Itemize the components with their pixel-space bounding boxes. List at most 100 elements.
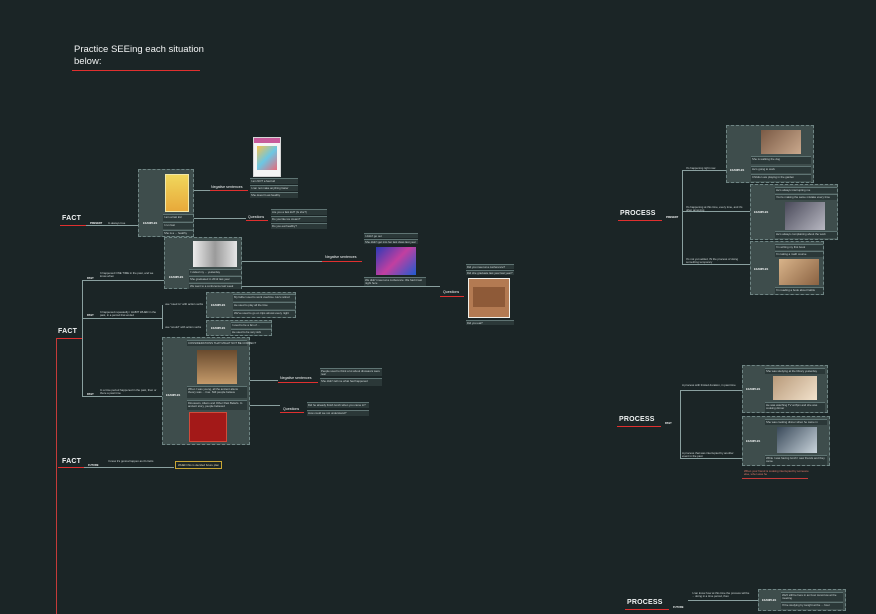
- example-item: He's going to work: [751, 166, 811, 173]
- process-present-card1: EXAMPLES She is walking the dog He's goi…: [726, 125, 814, 183]
- fact-future-box: WHEN this is decided future plan: [175, 461, 223, 469]
- negative-item: She didn't get into her last class last …: [364, 239, 418, 244]
- fact-future-label: FACT: [62, 458, 82, 465]
- question-item: Did you meet at a conference?: [466, 264, 514, 269]
- past2-case1-card: EXAMPLES My father used to work overtime…: [206, 292, 296, 318]
- examples-tag: EXAMPLES: [754, 211, 769, 214]
- underline: [322, 261, 362, 262]
- negative-item: I didn't go out: [364, 233, 418, 238]
- negative-item: People used to think a lot about dinosau…: [320, 368, 382, 376]
- underline: [618, 220, 662, 221]
- example-item: Dinosaurs, Aliens and Other Past Beliefs…: [187, 400, 247, 410]
- underline: [440, 296, 464, 297]
- process-future-card: EXAMPLES We'll still be here in an hour …: [758, 589, 846, 611]
- connector: [82, 280, 164, 281]
- example-item: She graduated in 2012 last year: [189, 276, 241, 282]
- connector: [680, 390, 742, 391]
- fact-future-rule: I know it's gonna happen as it's facts: [108, 459, 154, 463]
- fact-vertical-line: [56, 338, 57, 614]
- example-item: Children are playing in the garden: [751, 174, 811, 181]
- reading-book-image: [779, 259, 819, 285]
- connector: [680, 390, 681, 458]
- connector: [682, 264, 750, 265]
- fact-present-label: FACT: [62, 215, 82, 222]
- example-item: He was watching TV at 8pm and she was co…: [765, 402, 825, 412]
- example-item: I visited my ... yesterday: [189, 269, 241, 275]
- couple-studying-image: [773, 376, 817, 400]
- example-item: I run fast: [163, 222, 193, 229]
- example-item: I am a fast kid: [163, 214, 193, 221]
- connector: [82, 396, 162, 397]
- example-item: He used to be very sick: [231, 329, 271, 335]
- past3-rule: In a time period happened in the past, t…: [100, 388, 157, 396]
- title-underline: [72, 70, 200, 71]
- past2-case1-rule: use "used to" with action verbs: [165, 302, 204, 306]
- example-item: He's always interrupting me: [775, 187, 837, 193]
- examples-tag: EXAMPLES: [166, 394, 181, 397]
- page-title: Practice SEEing each situation below:: [74, 44, 204, 67]
- process-present-label: PROCESS: [620, 210, 656, 217]
- underline: [210, 190, 248, 191]
- fact-future-tense: FUTURE: [88, 464, 99, 467]
- process-past-rule2: A process that was interrupted by anothe…: [682, 451, 734, 459]
- connector: [84, 467, 174, 468]
- example-item: We've used to go on trips almost every n…: [233, 310, 295, 317]
- connector: [162, 305, 163, 329]
- question-item: Did she graduate last year last year?: [466, 270, 514, 275]
- examples-tag: EXAMPLES: [746, 388, 761, 391]
- examples-tag: EXAMPLES: [730, 169, 745, 172]
- fact-past-underline: [56, 338, 82, 339]
- example-item: She is walking the dog: [751, 156, 811, 164]
- process-present-card3: EXAMPLES I'm writing my first book I'm t…: [750, 241, 824, 295]
- past3-questions-label: Questions: [283, 407, 300, 411]
- question-item: How could we not understand?: [307, 410, 369, 416]
- example-item: I'm reading a book about habits: [775, 287, 823, 294]
- process-future-tense: FUTURE: [673, 606, 684, 609]
- process-past-label: PROCESS: [619, 416, 655, 423]
- examples-tag: EXAMPLES: [143, 222, 158, 225]
- example-item: We'll still be here in an hour tomorrow …: [781, 592, 843, 601]
- example-item: You're making the same mistake every tim…: [775, 194, 837, 200]
- past-tag: PAST: [87, 314, 94, 317]
- process-past-note: When your friend is cooking interrupted …: [744, 469, 809, 477]
- process-past-card2: EXAMPLES She was cooking dinner when he …: [742, 416, 830, 466]
- past3-negative-label: Negative sentences: [280, 376, 312, 380]
- past2-case2-rule: use "would" with action verbs: [165, 325, 202, 329]
- example-item: I'm taking a math course: [775, 251, 823, 257]
- past1-negative-label: Negative sentences: [325, 255, 357, 259]
- connector: [682, 211, 750, 212]
- connector: [682, 170, 726, 171]
- process-past-tense: PAST: [665, 422, 672, 425]
- doormat-image: [468, 278, 510, 318]
- connector: [250, 405, 280, 406]
- connector: [242, 261, 322, 262]
- fact-present-questions-label: Questions: [248, 215, 265, 219]
- negative-item: She didn't tell me what had happened: [320, 378, 382, 386]
- past3-examples-card: EXAMPLES CONSIDERATIONS THAT MIGHT NOT B…: [162, 337, 256, 445]
- dog-walking-image: [761, 130, 801, 154]
- connector: [680, 458, 742, 459]
- example-item: We went to a conference last week: [189, 283, 241, 289]
- underline: [617, 426, 661, 427]
- party-crowd-image: [376, 247, 416, 275]
- example-item: He's always complaining about the work: [775, 231, 837, 238]
- process-present-rule3: It's not yet settled, IN the process of …: [686, 257, 738, 265]
- examples-tag: EXAMPLES: [211, 304, 226, 307]
- question-item: Are you a fast kid? (Is she?): [271, 209, 327, 215]
- process-future-rule: I can know how at this time the process …: [692, 591, 750, 599]
- connector: [688, 600, 758, 601]
- example-item: She is a ... healthy: [163, 230, 193, 236]
- past1-rule: It happened ONE TIME in the past, and we…: [100, 271, 154, 279]
- negative-item: We didn't meet at a conference. We had i…: [364, 277, 426, 287]
- office-interruption-image: [785, 202, 825, 230]
- phone-call-image: [777, 427, 817, 453]
- underline: [280, 412, 304, 413]
- red-book-image: [189, 412, 227, 442]
- black-white-photo-image: [193, 241, 237, 267]
- underline: [625, 609, 669, 610]
- past2-rule: It happened repeatedly / HABIT WHEN in t…: [100, 310, 157, 318]
- examples-tag: EXAMPLES: [762, 599, 777, 602]
- magazine-cover-image: [253, 137, 281, 177]
- example-item: While I was having lunch I saw friends a…: [765, 455, 827, 465]
- fact-present-examples-card: EXAMPLES I am a fast kid I run fast She …: [138, 169, 194, 237]
